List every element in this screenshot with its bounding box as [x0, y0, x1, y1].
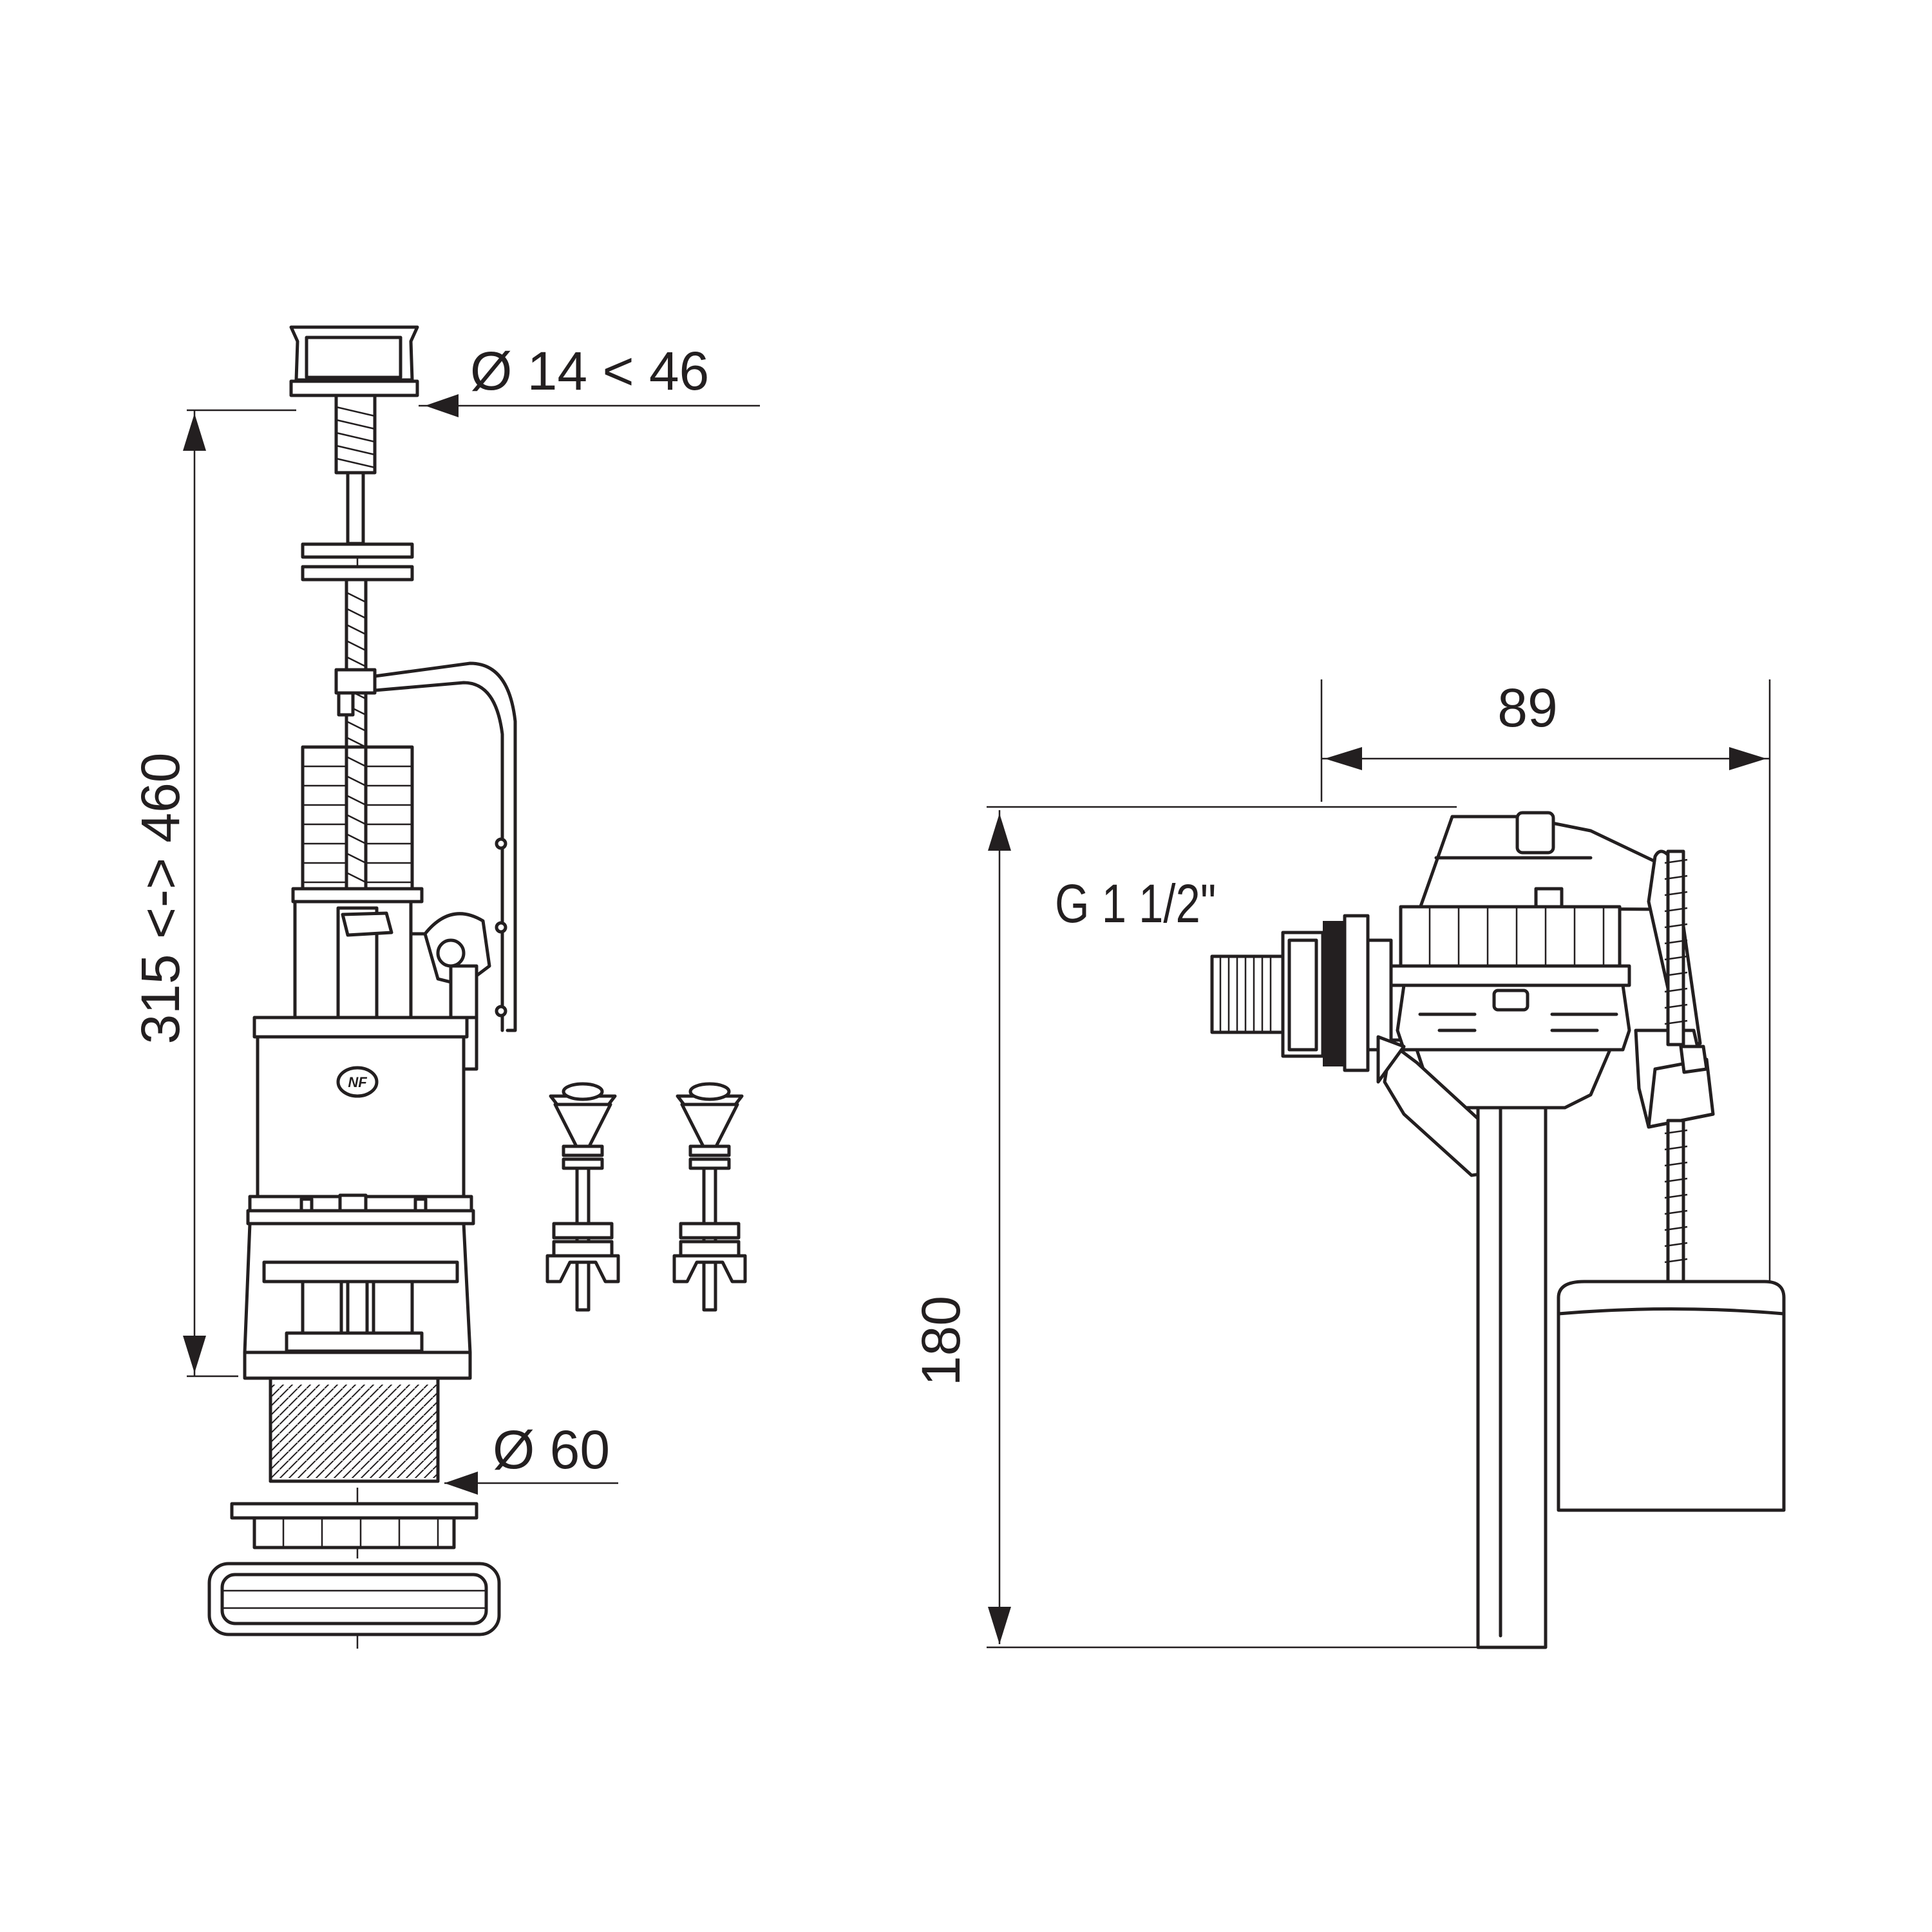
bottom-gasket [207, 1562, 501, 1636]
mounting-screw-left [545, 1082, 620, 1312]
dimension-height-range: 315 <-> 460 [130, 409, 296, 1378]
fill-valve-drawing: 89 180 G 1 1/2" [911, 677, 1786, 1649]
dimension-outlet-diameter: Ø 60 [444, 1419, 618, 1495]
mechanism-body [293, 900, 491, 1071]
push-button [289, 325, 419, 397]
button-spring [334, 393, 377, 545]
label-height-range: 315 <-> 460 [130, 752, 191, 1044]
washer-top [301, 542, 414, 559]
float-body [1557, 1280, 1786, 1512]
mounting-bracket [334, 661, 517, 1032]
label-button-diameter: Ø 14 < 46 [470, 341, 709, 401]
riser-tube [1476, 1106, 1548, 1649]
dimension-height: 180 [911, 810, 1011, 1644]
mounting-screw-right [672, 1082, 747, 1312]
lower-cage [243, 1222, 472, 1380]
washer-bottom [301, 565, 414, 582]
nf-mark: NF [348, 1074, 367, 1090]
label-height: 180 [911, 1296, 971, 1386]
refill-spout [1376, 1035, 1496, 1177]
float-cage [291, 745, 424, 904]
label-thread-spec: G 1 1/2" [1055, 874, 1216, 934]
valve-body [1396, 983, 1631, 1110]
valve-housing: NF [246, 1016, 475, 1226]
flush-valve-drawing: NF [130, 325, 760, 1655]
dimension-width: 89 [1321, 677, 1770, 770]
valve-collar [1389, 905, 1631, 987]
locking-nut [230, 1502, 478, 1549]
label-outlet-diameter: Ø 60 [493, 1419, 610, 1480]
dimension-button-diameter: Ø 14 < 46 [419, 341, 760, 417]
label-width: 89 [1497, 677, 1557, 738]
threaded-outlet [269, 1376, 440, 1483]
